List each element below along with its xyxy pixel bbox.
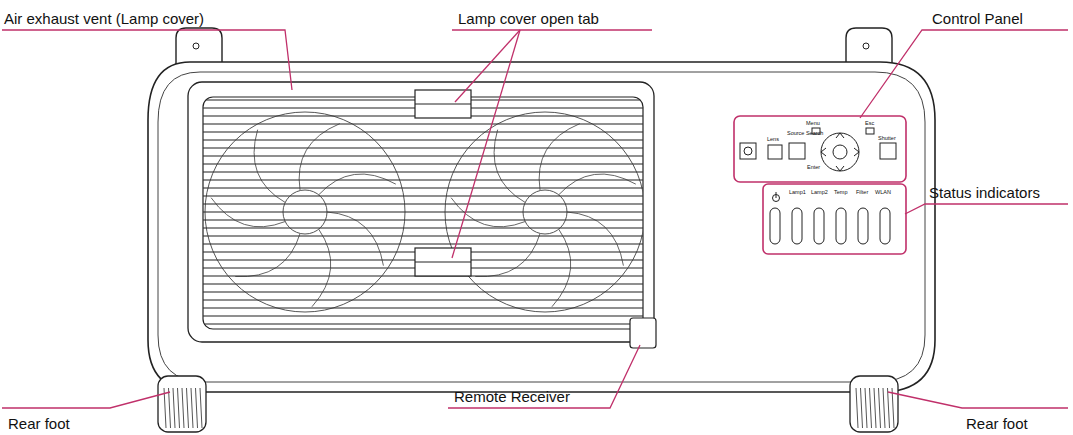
button-label: Enter	[807, 165, 820, 171]
indicator-lamp	[792, 208, 802, 244]
indicator-lamp	[770, 208, 780, 244]
indicator-label: Filter	[856, 190, 868, 196]
indicator-lamp	[858, 208, 868, 244]
indicator-label: Temp	[834, 190, 847, 196]
knurl-line	[874, 388, 876, 428]
button-label: Shutter	[878, 136, 896, 142]
knurl-line	[196, 388, 198, 428]
knurl-line	[182, 388, 184, 428]
indicator-lamp	[814, 208, 824, 244]
knurl-line	[169, 388, 171, 428]
part-label: Rear foot	[8, 416, 70, 431]
indicator-label: Lamp1	[789, 190, 806, 196]
knurl-line	[883, 388, 885, 428]
indicator-label: WLAN	[875, 190, 891, 196]
knurl-line	[191, 388, 193, 428]
part-label: Lamp cover open tab	[458, 11, 599, 26]
button-label: Lens	[767, 137, 779, 143]
knurl-line	[879, 388, 881, 428]
button-label: Esc	[865, 121, 874, 127]
part-label: Remote Receiver	[454, 389, 570, 404]
knurl-line	[173, 388, 175, 428]
knurl-line	[178, 388, 180, 428]
indicator-lamp	[836, 208, 846, 244]
button-label: Source Search	[787, 131, 823, 137]
knurl-line	[865, 388, 867, 428]
knurl-line	[200, 388, 202, 428]
knurl-line	[892, 388, 894, 428]
indicator-label: Lamp2	[811, 190, 828, 196]
button-label: Menu	[806, 121, 820, 127]
knurl-line	[187, 388, 189, 428]
part-label: Air exhaust vent (Lamp cover)	[4, 11, 204, 26]
knurl-line	[870, 388, 872, 428]
knurl-line	[856, 388, 858, 428]
part-label: Control Panel	[932, 11, 1023, 26]
knurl-line	[888, 388, 890, 428]
part-label: Status indicators	[929, 185, 1040, 200]
part-label: Rear foot	[966, 416, 1028, 431]
knurl-line	[861, 388, 863, 428]
indicator-lamp	[880, 208, 890, 244]
